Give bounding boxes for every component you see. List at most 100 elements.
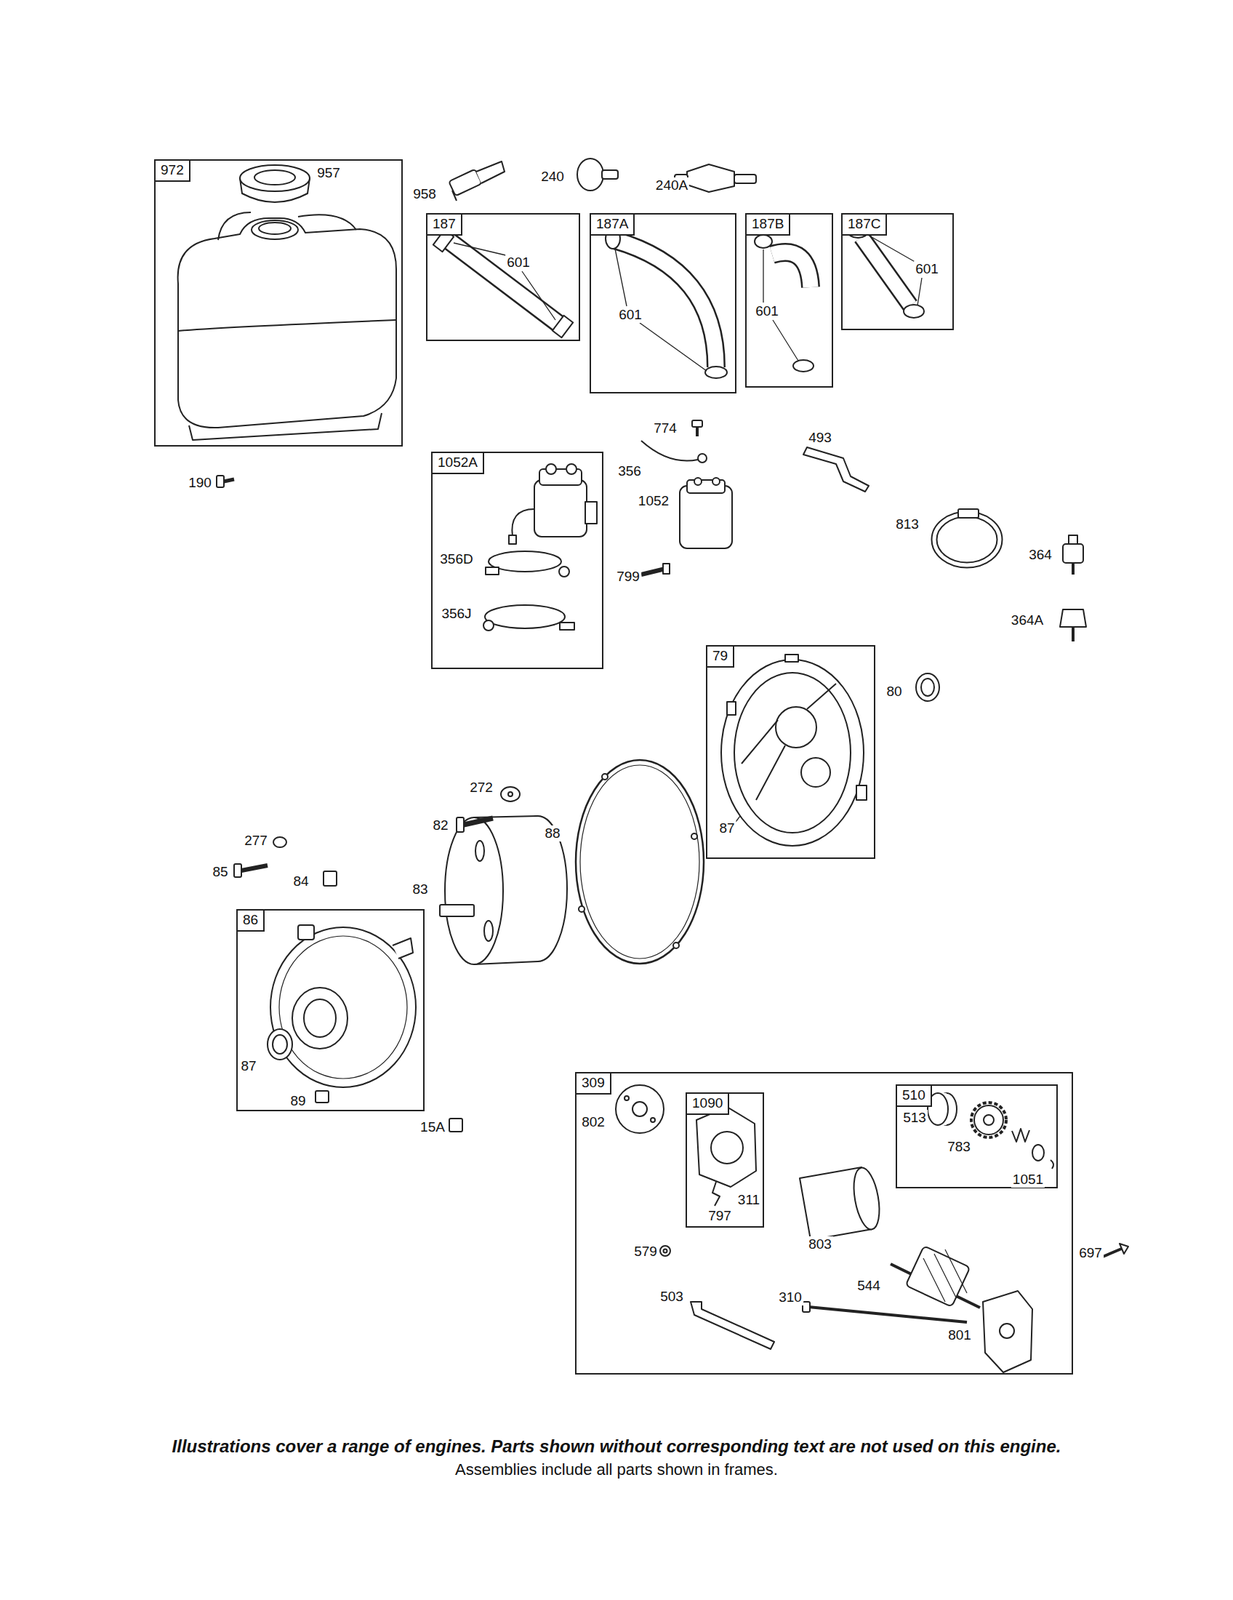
crankcase-cover: [392, 937, 413, 959]
callout-number: 272: [468, 779, 495, 796]
fuel-hose: [447, 239, 562, 326]
fuel-fitting: [452, 190, 457, 201]
fuel-hose: [772, 252, 811, 288]
crankcase-cover: [298, 924, 315, 940]
callout-number: 801: [946, 1326, 973, 1343]
fuel-cap: [239, 165, 310, 192]
leader-line: [453, 242, 509, 256]
crankcase-cover: [267, 1028, 293, 1060]
bracket: [803, 447, 869, 492]
fuel-hose: [552, 315, 573, 338]
starter-motor-parts: [1032, 1144, 1044, 1161]
bolt: [223, 479, 235, 482]
oil-seal: [916, 673, 940, 701]
stator-housing: [801, 757, 831, 787]
starter-motor-parts: [802, 1301, 810, 1312]
bolt: [456, 817, 464, 832]
assembly-number: 309: [576, 1073, 612, 1095]
starter-cable: [641, 440, 698, 461]
leader-line: [615, 248, 627, 307]
starter-motor-parts: [971, 1102, 1007, 1138]
crankcase-cover: [279, 935, 408, 1079]
crankcase-cover: [449, 1118, 463, 1132]
leader-line: [772, 319, 799, 361]
callout-number: 803: [806, 1235, 834, 1252]
callout-number: 240: [539, 168, 566, 185]
bolt: [273, 836, 287, 847]
fuel-tank: [178, 319, 397, 331]
callout-number: 83: [410, 881, 429, 898]
fuel-tank: [251, 220, 299, 240]
starter-motor-parts: [1011, 1128, 1030, 1142]
hose-clamp: [934, 513, 1000, 565]
callout-number: 957: [315, 165, 342, 182]
callout-number: 802: [580, 1113, 607, 1130]
assembly-frame: 3091090510: [575, 1071, 1074, 1375]
callout-number: 783: [945, 1138, 973, 1155]
assembly-frame: 187B: [745, 213, 834, 388]
fuel-fitting: [476, 161, 505, 184]
fuel-hose: [614, 239, 717, 368]
crankcase-cover: [267, 924, 463, 1132]
starter-motor-parts: [1050, 1159, 1054, 1169]
bolt: [234, 786, 520, 886]
callout-number: 601: [505, 254, 532, 271]
starter-solenoid: [545, 463, 557, 475]
fuel-cap: [239, 165, 310, 203]
callout-number: 797: [706, 1207, 733, 1224]
fuel-tank: [218, 212, 357, 240]
fuel-hose: [861, 237, 911, 306]
callout-number: 80: [884, 683, 903, 700]
fuel-cap: [254, 170, 296, 185]
hose-clamp: [934, 513, 1000, 565]
gasket: [691, 833, 698, 839]
oil-sensor: [1059, 535, 1087, 642]
callout-number: 356D: [438, 551, 475, 568]
starter-solenoid: [508, 463, 597, 544]
screw: [692, 420, 703, 427]
assembly-number: 187B: [746, 214, 791, 236]
caption: Illustrations cover a range of engines. …: [29, 1435, 1204, 1457]
oil-sensor: [1071, 562, 1075, 575]
stator-housing: [721, 654, 867, 846]
callout-number: 85: [210, 863, 230, 880]
crankcase-cover: [270, 926, 416, 1087]
callout-number: 544: [855, 1277, 882, 1294]
crankcase-cover: [315, 1090, 329, 1103]
callout-number: 190: [186, 474, 214, 491]
callout-number: 493: [806, 429, 834, 446]
fuel-tank: [258, 222, 291, 235]
leader-line: [521, 271, 556, 320]
leader-line: [866, 234, 918, 264]
callout-number: 774: [652, 420, 679, 437]
starter-motor-parts: [905, 1245, 971, 1307]
bolt: [463, 817, 493, 825]
assembly-frame: 86: [236, 908, 425, 1111]
stator-housing: [734, 672, 851, 833]
solenoid: [712, 477, 720, 485]
hose-clamp: [934, 508, 1000, 565]
fuel-hose: [793, 359, 814, 372]
oil-sensor: [1071, 626, 1075, 642]
gasket: [578, 905, 585, 912]
starter-motor-parts: [632, 1101, 648, 1116]
rotor: [484, 920, 493, 941]
screw: [663, 563, 670, 574]
fuel-tank: [189, 412, 382, 440]
gasket: [673, 942, 680, 949]
assembly-number: 187A: [591, 214, 635, 236]
callout-number: 579: [632, 1243, 659, 1260]
callout-number: 813: [894, 516, 921, 533]
gasket: [575, 759, 704, 964]
fuel-tank: [178, 212, 397, 440]
callout-number: 84: [291, 873, 310, 890]
starter-solenoid: [511, 508, 535, 537]
callout-number: 697: [1077, 1244, 1104, 1261]
fuel-hose: [433, 224, 925, 379]
gasket: [580, 764, 700, 959]
fuel-hose: [447, 239, 562, 326]
bolt: [216, 475, 224, 488]
starter-motor-parts: [690, 1301, 775, 1349]
solenoid: [679, 477, 733, 549]
fuel-fitting: [448, 161, 505, 201]
